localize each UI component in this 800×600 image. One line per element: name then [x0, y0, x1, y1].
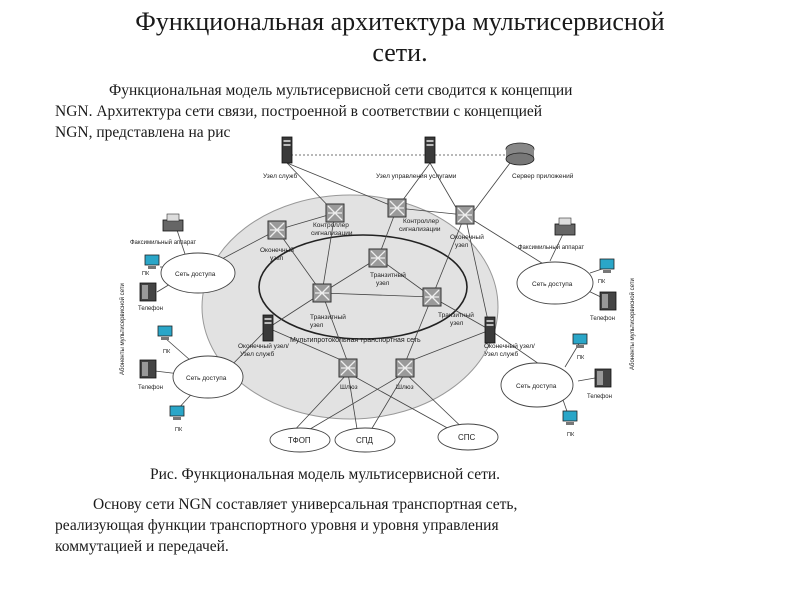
transport-network-label: Мультипротокольная транспортная сеть — [290, 337, 421, 344]
page-title: Функциональная архитектура мультисервисн… — [0, 6, 800, 68]
outro-paragraph: Основу сети NGN составляет универсальная… — [55, 494, 715, 557]
pc-left-mid-icon — [157, 325, 173, 341]
phone-right-top-icon — [599, 291, 617, 311]
title-line-2: сети. — [372, 38, 428, 67]
pc-left-top-label: ПК — [142, 271, 150, 277]
phone-right-bottom-icon — [594, 368, 612, 388]
access-right-top-label: Сеть доступа — [532, 281, 573, 288]
controller-left-label-1: Контроллер — [313, 222, 349, 229]
edge-service-right-label-2: Узел служб — [484, 350, 518, 358]
intro-line-3: NGN, представлена на рис — [55, 124, 231, 141]
pc-right-bottom-icon — [562, 410, 578, 426]
subscribers-label-right: Абоненты мультисервисной сети — [629, 278, 636, 370]
access-network-left-bottom — [172, 355, 244, 399]
spd-network — [334, 427, 396, 453]
controller-left-switch-icon — [325, 203, 345, 223]
phone-right-top-label: Телефон — [590, 316, 615, 322]
access-network-left-top — [160, 252, 236, 294]
pc-right-bottom-label: ПК — [567, 432, 575, 438]
figure-caption: Рис. Функциональная модель мультисервисн… — [150, 466, 501, 483]
controller-right-switch-icon — [387, 198, 407, 218]
edge-node-left-label-1: Оконечный — [260, 246, 294, 254]
title-line-1: Функциональная архитектура мультисервисн… — [135, 7, 665, 36]
intro-line-2: NGN. Архитектура сети связи, построенной… — [55, 103, 543, 120]
edge-service-right-server-icon — [484, 316, 496, 344]
service-control-server-icon — [424, 136, 436, 164]
gateway-left-label: Шлюз — [340, 384, 358, 391]
transit-center-label-2: узел — [376, 280, 390, 287]
transit-left-label-2: узел — [310, 322, 324, 329]
service-node-server-icon — [281, 136, 293, 164]
spd-label: СПД — [356, 436, 374, 445]
outro-line-2: реализующая функции транспортного уровня… — [55, 517, 499, 534]
outro-line-3: коммутацией и передачей. — [55, 538, 229, 555]
transit-left-switch-icon — [312, 283, 332, 303]
intro-paragraph: Функциональная модель мультисервисной се… — [55, 80, 715, 143]
transit-right-switch-icon — [422, 287, 442, 307]
edge-node-right-switch-icon — [455, 205, 475, 225]
phone-left-bottom-label: Телефон — [138, 385, 163, 391]
pc-right-mid-label: ПК — [577, 355, 585, 361]
pc-left-bottom-label: ПК — [175, 427, 183, 433]
app-server-label: Сервер приложений — [512, 172, 574, 180]
fax-left-label: Факсимильный аппарат — [130, 239, 196, 246]
edge-service-right-label-1: Оконечный узел/ — [484, 342, 535, 350]
transport-network-ellipse — [201, 194, 499, 420]
edge-service-left-label-2: Узел служб — [240, 350, 274, 358]
tfop-network — [269, 427, 331, 453]
app-server-icon — [505, 142, 535, 166]
edge-service-left-server-icon — [262, 314, 274, 342]
subscribers-label-left: Абоненты мультисервисной сети — [119, 283, 126, 375]
access-right-bottom-label: Сеть доступа — [516, 383, 557, 390]
fax-right-icon — [554, 217, 576, 236]
pc-right-mid-icon — [572, 333, 588, 349]
outro-line-1: Основу сети NGN составляет универсальная… — [93, 496, 518, 513]
fax-left-icon — [162, 213, 184, 232]
phone-right-bottom-label: Телефон — [587, 394, 612, 400]
edge-service-left-label-1: Оконечный узел/ — [238, 342, 289, 350]
transit-right-label-1: Транзитный — [438, 311, 474, 319]
edge-node-left-switch-icon — [267, 220, 287, 240]
access-left-bottom-label: Сеть доступа — [186, 375, 227, 382]
phone-left-top-label: Телефон — [138, 306, 163, 312]
pc-left-top-icon — [144, 254, 160, 270]
gateway-left-icon — [338, 358, 358, 378]
access-left-top-label: Сеть доступа — [175, 271, 216, 278]
edge-node-left-label-2: узел — [270, 255, 284, 262]
transit-right-label-2: узел — [450, 320, 464, 327]
transit-center-label-1: Транзитный — [370, 271, 406, 279]
phone-left-top-icon — [139, 282, 157, 302]
service-node-label: Узел служб — [263, 172, 297, 180]
gateway-right-label: Шлюз — [396, 384, 414, 391]
pc-left-bottom-icon — [169, 405, 185, 421]
sps-label: СПС — [458, 433, 476, 442]
pc-left-mid-label: ПК — [163, 349, 171, 355]
controller-right-label-2: сигнализации — [399, 226, 441, 233]
edge-node-right-label-1: Оконечный — [450, 233, 484, 241]
phone-left-bottom-icon — [139, 359, 157, 379]
pc-right-top-label: ПК — [598, 279, 606, 285]
access-network-right-top — [516, 261, 594, 305]
transit-ring — [258, 234, 468, 340]
controller-left-label-2: сигнализации — [311, 230, 353, 237]
service-control-label: Узел управления услугами — [376, 173, 457, 180]
controller-right-label-1: Контроллер — [403, 218, 439, 225]
pc-right-top-icon — [599, 258, 615, 274]
edge-node-right-label-2: узел — [455, 242, 469, 249]
intro-line-1: Функциональная модель мультисервисной се… — [109, 82, 573, 99]
transit-left-label-1: Транзитный — [310, 313, 346, 321]
fax-right-label: Факсимильный аппарат — [518, 244, 584, 251]
transit-center-switch-icon — [368, 248, 388, 268]
sps-network — [437, 423, 499, 451]
ngn-architecture-diagram: Узел служб Узел управления услугами Серв… — [119, 136, 636, 453]
access-network-right-bottom — [500, 362, 574, 408]
tfop-label: ТФОП — [288, 436, 311, 445]
gateway-right-icon — [395, 358, 415, 378]
